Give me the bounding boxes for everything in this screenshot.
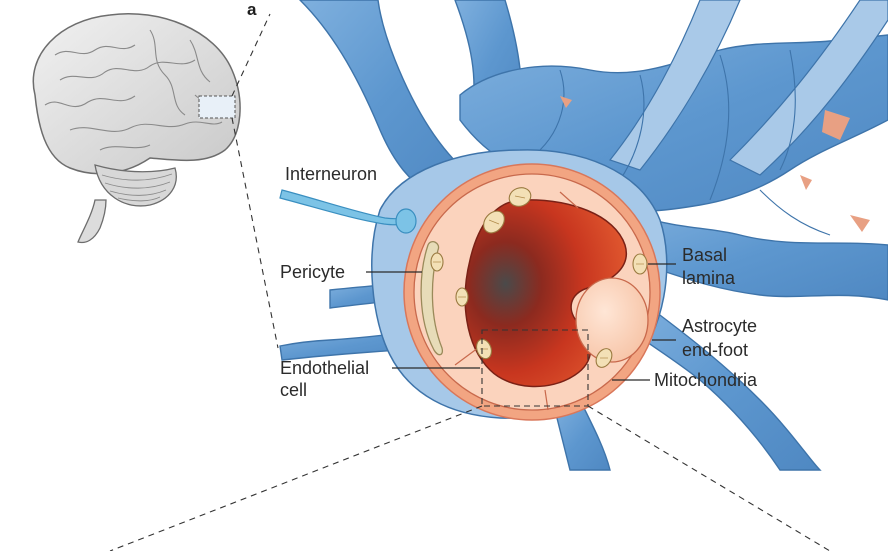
label-basal-line2: lamina bbox=[682, 268, 736, 288]
label-basal-line1: Basal bbox=[682, 245, 727, 265]
inset-line-left bbox=[110, 406, 482, 551]
label-endothelial-line1: Endothelial bbox=[280, 358, 369, 378]
brain-stem bbox=[78, 200, 106, 242]
panel-letter: a bbox=[247, 0, 257, 19]
inset-line-right bbox=[588, 406, 830, 551]
label-endothelial-line2: cell bbox=[280, 380, 307, 400]
capillary bbox=[404, 164, 660, 420]
label-astrocyte-line2: end-foot bbox=[682, 340, 748, 360]
brain-cerebrum bbox=[33, 14, 240, 174]
brain-cerebellum bbox=[95, 165, 176, 206]
label-pericyte: Pericyte bbox=[280, 262, 345, 282]
zoom-line-bottom bbox=[232, 118, 278, 348]
brain-illustration bbox=[33, 14, 240, 243]
endothelial-nucleus bbox=[576, 278, 648, 362]
label-mitochondria: Mitochondria bbox=[654, 370, 758, 390]
label-astrocyte-line1: Astrocyte bbox=[682, 316, 757, 336]
interneuron-terminal bbox=[396, 209, 416, 233]
zoom-line-top bbox=[232, 14, 270, 96]
label-interneuron: Interneuron bbox=[285, 164, 377, 184]
brain-zoom-region bbox=[199, 96, 235, 118]
